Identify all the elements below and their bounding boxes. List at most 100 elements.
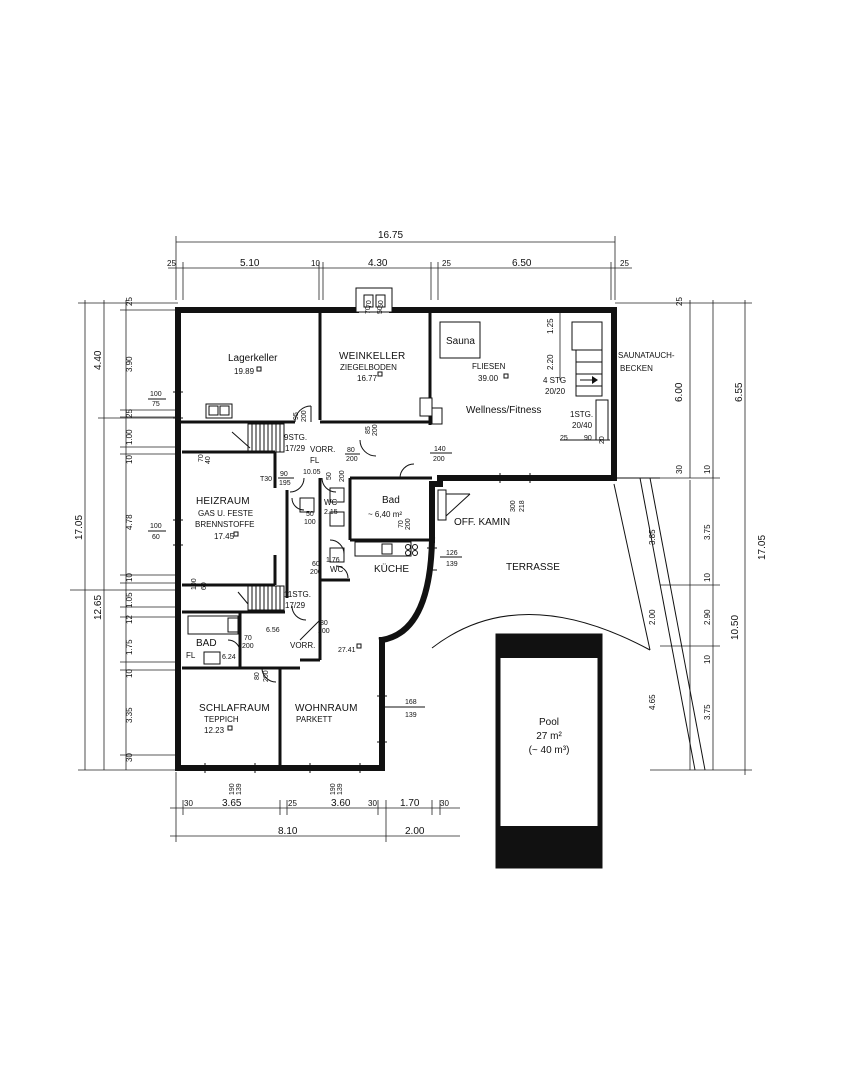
d-well-w: 140 bbox=[434, 446, 446, 453]
room-heizraum-name: HEIZRAUM bbox=[196, 496, 250, 507]
dim-top-seg-6: 6.50 bbox=[512, 258, 532, 269]
room-bad-lower-area: 6.24 bbox=[222, 654, 236, 661]
dim-top-seg-4: 4.30 bbox=[368, 258, 388, 269]
dim-top-seg-2: 5.10 bbox=[240, 258, 260, 269]
room-lagerkeller-name: Lagerkeller bbox=[228, 353, 278, 364]
w-wohn-h: 139 bbox=[405, 712, 417, 719]
left-dimensions: 17.05 12.65 4.40 25 3.90 25 1.00 10 4.78… bbox=[70, 297, 178, 771]
dim-right-seg-2: 3.75 bbox=[703, 524, 712, 540]
dim-top-seg-7: 25 bbox=[620, 259, 629, 268]
stair-9-count: 9STG. bbox=[284, 433, 307, 442]
d-bad2-w: 70 bbox=[244, 635, 252, 642]
door-swings bbox=[227, 405, 415, 683]
dim-left-seg-2: 3.90 bbox=[125, 356, 134, 372]
dim-right-seg-5: 10 bbox=[703, 655, 712, 664]
right-dimensions: 25 6.55 6.00 1.25 2.20 17.05 10.50 30 10… bbox=[546, 297, 768, 775]
room-bad-lower-name: BAD bbox=[196, 638, 217, 649]
dim-right-inner-2: 2.20 bbox=[546, 354, 555, 370]
room-wellness-floor: FLIESEN bbox=[472, 362, 506, 371]
w-kueche-h: 139 bbox=[446, 561, 458, 568]
w-lager-h: 75 bbox=[152, 401, 160, 408]
d-schlaf-h: 200 bbox=[263, 670, 270, 682]
chimney-b: 50 bbox=[377, 306, 384, 314]
w-heiz-h: 60 bbox=[152, 534, 160, 541]
dim-left-seg-1: 25 bbox=[125, 297, 134, 306]
room-schlafraum-area: 12.23 bbox=[204, 726, 225, 735]
dim-left-seg-4: 1.00 bbox=[125, 429, 134, 445]
dim-terr-c: 4.65 bbox=[648, 694, 657, 710]
d-wein-w: 85 bbox=[365, 426, 372, 434]
room-wellness-name: Wellness/Fitness bbox=[466, 405, 541, 416]
room-lagerkeller-area: 19.89 bbox=[234, 367, 255, 376]
dim-right-seg-6: 3.75 bbox=[703, 704, 712, 720]
room-bad-upper-area: ~ 6,40 m² bbox=[368, 510, 402, 519]
pool-volume: (~ 40 m³) bbox=[529, 745, 570, 756]
room-vorr-lower-area: 6.56 bbox=[266, 627, 280, 634]
fixtures bbox=[187, 321, 481, 665]
d-stair-h: 60 bbox=[201, 582, 208, 590]
dim-right-seg-4: 2.90 bbox=[703, 609, 712, 625]
t30-label: T30 bbox=[260, 476, 272, 483]
stair-4-count: 4 STG bbox=[543, 376, 566, 385]
dim-left-seg-10: 1.75 bbox=[125, 639, 134, 655]
w-lager-w: 100 bbox=[150, 391, 162, 398]
d-wc1b-w: 50 bbox=[306, 511, 314, 518]
pool-name: Pool bbox=[539, 717, 559, 728]
sa-step-a: 25 bbox=[560, 435, 568, 442]
room-tauchbecken-line1: SAUNATAUCH- bbox=[618, 351, 675, 360]
dim-top-seg-1: 25 bbox=[167, 259, 176, 268]
room-wohnraum-floor: PARKETT bbox=[296, 715, 332, 724]
room-vorr-upper-name: VORR. bbox=[310, 445, 335, 454]
dim-left-seg-5: 10 bbox=[125, 455, 134, 464]
bottom-dimensions: 30 3.65 25 3.60 30 1.70 30 8.10 2.00 bbox=[170, 772, 460, 842]
dim-left-outer: 17.05 bbox=[74, 515, 85, 540]
room-sauna-name: Sauna bbox=[446, 336, 475, 347]
terrace bbox=[431, 477, 706, 771]
room-vorr-lower-name: VORR. bbox=[290, 641, 315, 650]
dim-right-inner-1: 1.25 bbox=[546, 318, 555, 334]
stairs-sauna bbox=[560, 321, 610, 441]
d-vorr2-h: 200 bbox=[318, 628, 330, 635]
dim-right-seg-1b: 10 bbox=[703, 465, 712, 474]
w-wohn-w: 168 bbox=[405, 699, 417, 706]
d-wein-h: 200 bbox=[372, 424, 379, 436]
dim-bottom-total-right: 2.00 bbox=[405, 826, 425, 837]
d-bad-h: 200 bbox=[405, 518, 412, 530]
d-stair-w: 100 bbox=[191, 578, 198, 590]
dim-right-sauna-total: 6.55 bbox=[734, 382, 745, 402]
chimney-a: 70 bbox=[365, 306, 372, 314]
d-lager-h: 200 bbox=[301, 410, 308, 422]
d-lager-w: 95 bbox=[293, 412, 300, 420]
room-wc2-name: WC bbox=[330, 565, 344, 574]
dim-bottom-seg-2: 3.65 bbox=[222, 798, 242, 809]
w-wohn-b-w: 190 bbox=[330, 783, 337, 795]
door-terr-w: 300 bbox=[510, 500, 517, 512]
dim-left-seg-3: 25 bbox=[125, 409, 134, 418]
dim-left-upper: 4.40 bbox=[93, 350, 104, 370]
door-terr-h: 218 bbox=[519, 500, 526, 512]
room-heizraum-area: 17.45 bbox=[214, 532, 235, 541]
w-schlaf-b-w: 190 bbox=[229, 783, 236, 795]
room-wellness-area: 39.00 bbox=[478, 374, 499, 383]
dim-top-seg-3: 10 bbox=[311, 259, 320, 268]
dim-left-seg-6: 4.78 bbox=[125, 514, 134, 530]
dim-total-width: 16.75 bbox=[378, 230, 403, 241]
d-wc2-h: 200 bbox=[310, 569, 322, 576]
room-schlafraum-floor: TEPPICH bbox=[204, 715, 239, 724]
room-weinkeller-name: WEINKELLER bbox=[339, 351, 405, 362]
room-wc1-area: 2.15 bbox=[324, 509, 338, 516]
d-schlaf-w: 80 bbox=[254, 672, 261, 680]
dim-right-outer: 17.05 bbox=[757, 535, 768, 560]
dim-top-seg-5: 25 bbox=[442, 259, 451, 268]
room-wohnraum-name: WOHNRAUM bbox=[295, 703, 358, 714]
dim-left-seg-7: 10 bbox=[125, 573, 134, 582]
w-heiz-top-h: 40 bbox=[205, 456, 212, 464]
stair-9-ratio: 17/29 bbox=[285, 444, 306, 453]
room-bad-lower-fl: FL bbox=[186, 651, 196, 660]
dim-bottom-seg-7: 30 bbox=[440, 799, 449, 808]
room-kueche: KÜCHE bbox=[374, 563, 409, 575]
w-heiz-w: 100 bbox=[150, 523, 162, 530]
room-terrasse: TERRASSE bbox=[506, 562, 560, 573]
sa-step-b: 90 bbox=[584, 435, 592, 442]
